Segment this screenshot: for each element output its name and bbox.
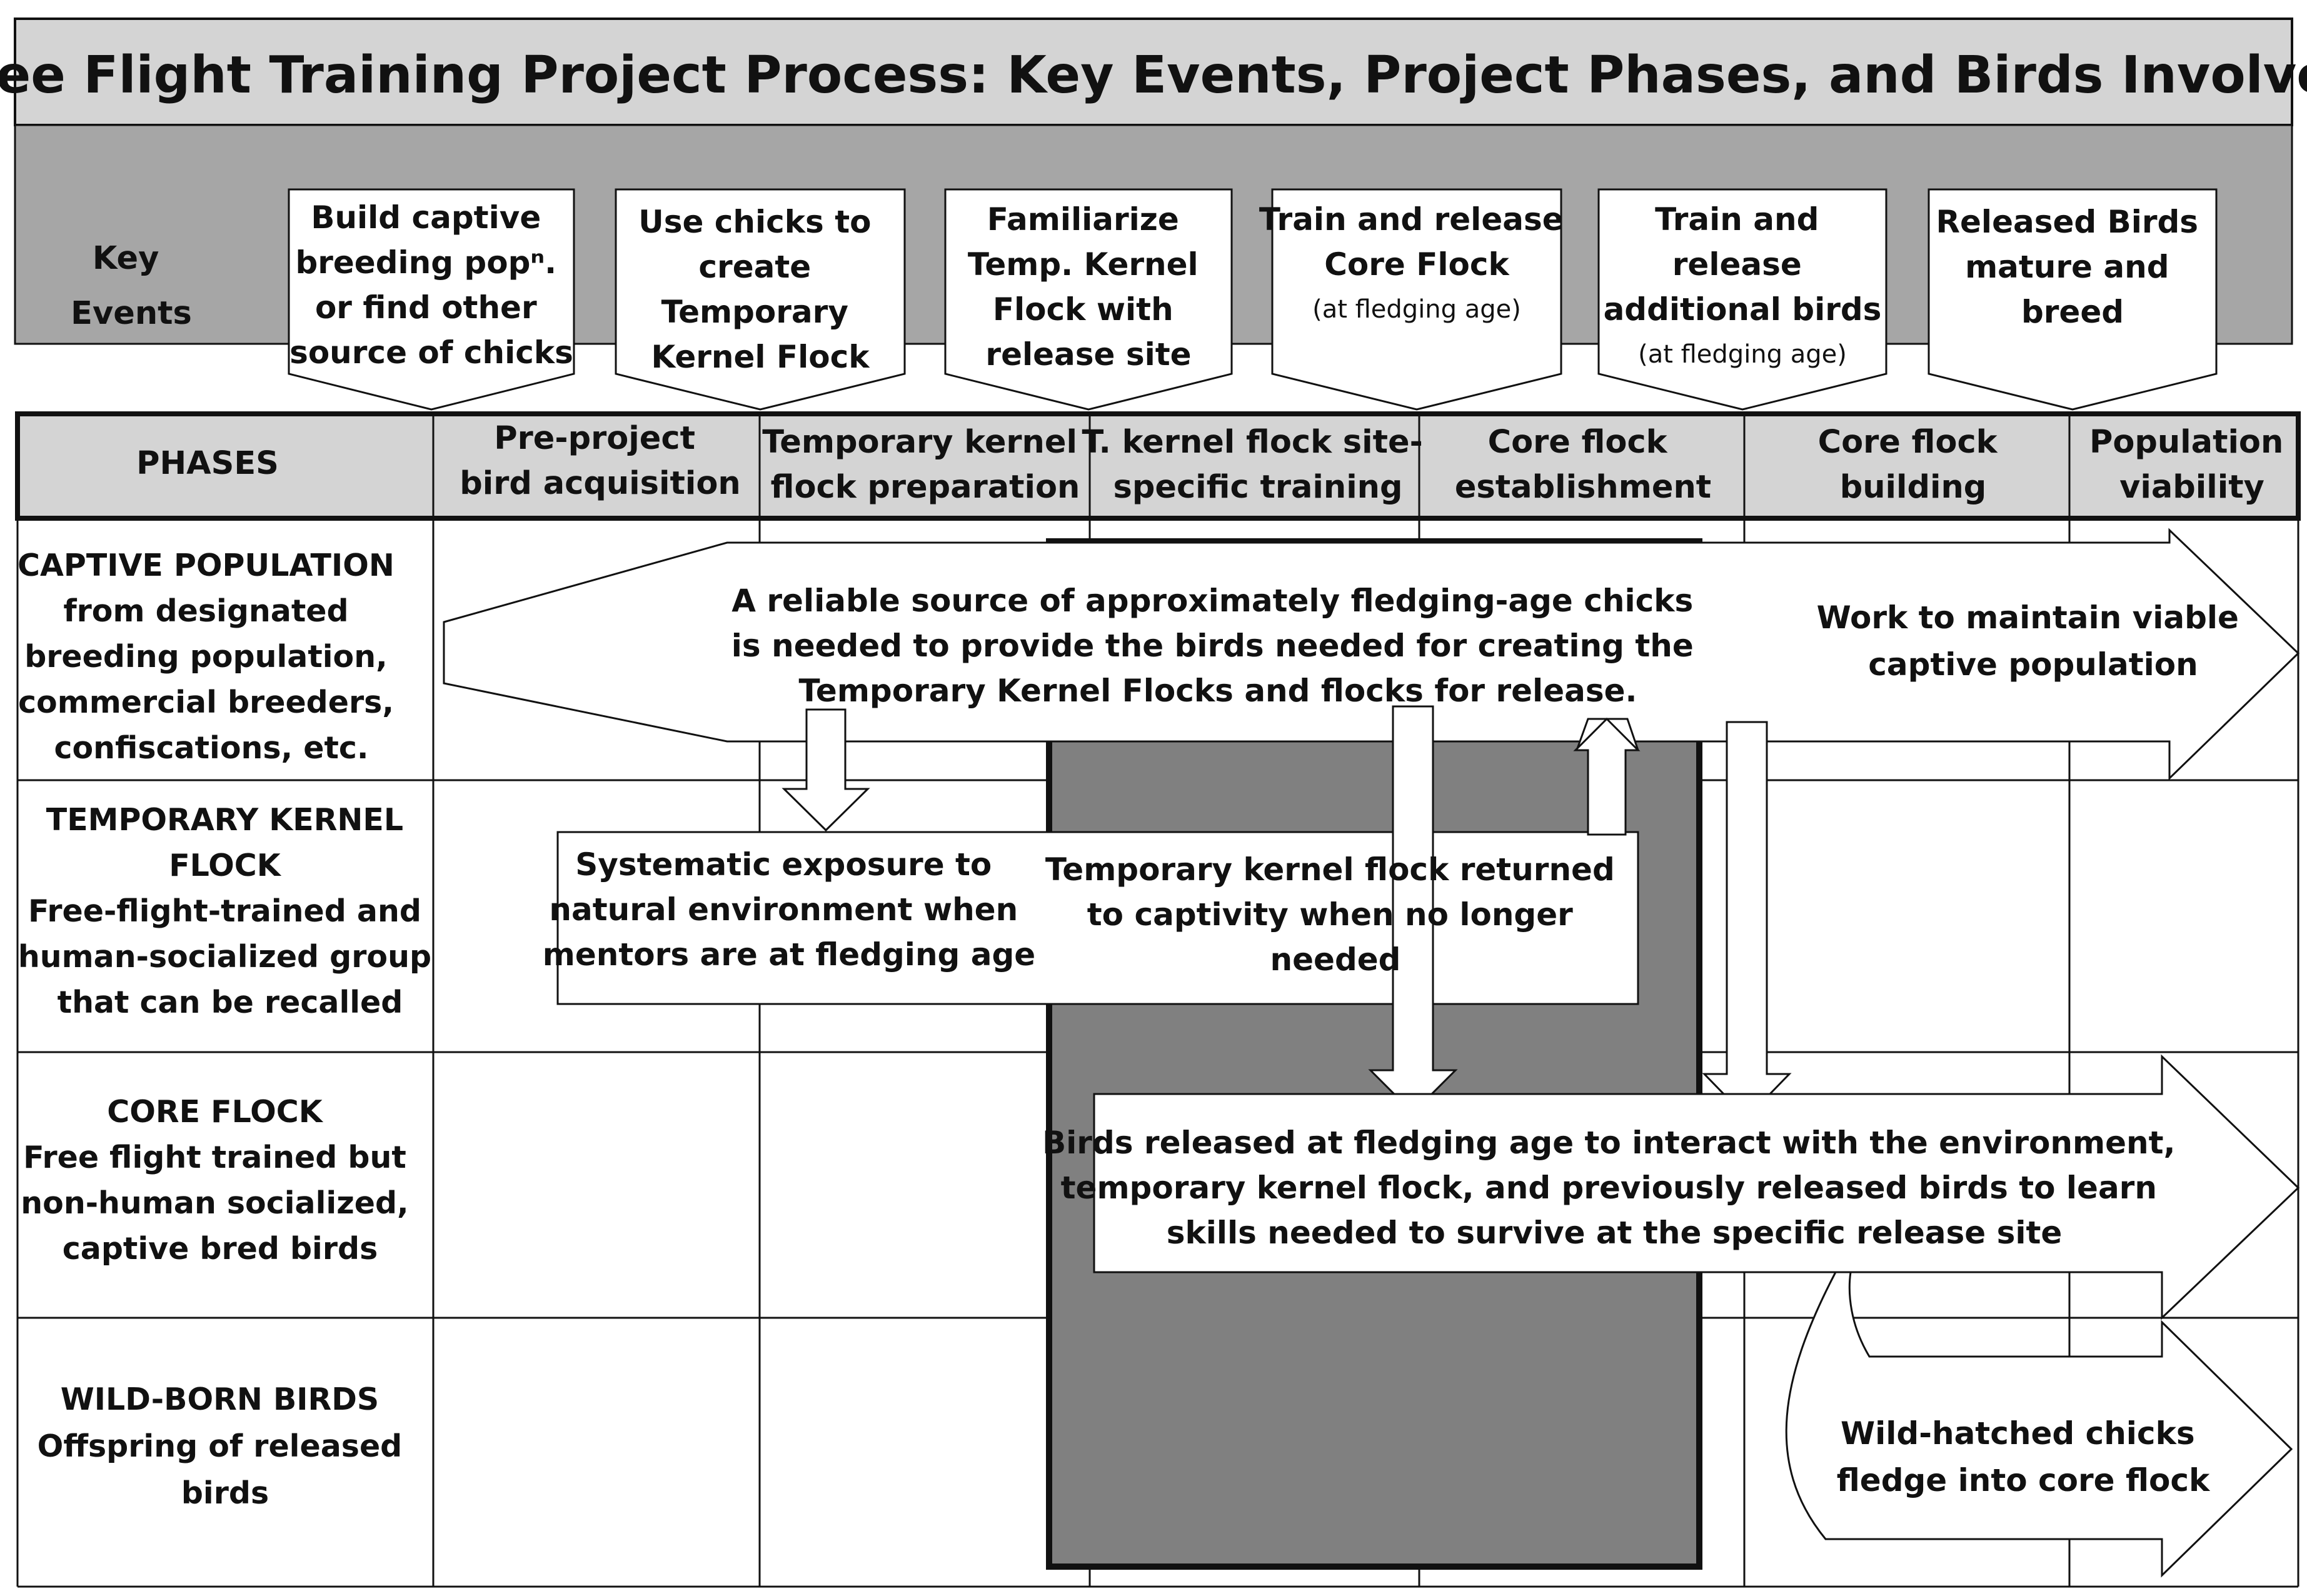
key-event-4 — [1271, 188, 1562, 411]
page-title: Free Flight Training Project Process: Ke… — [0, 46, 2307, 105]
exposure-text: Systematic exposure to natural environme… — [543, 846, 1035, 973]
captive-source-arrow — [443, 528, 2300, 781]
key-event-4-text: Train and release Core Flock — [1259, 201, 1574, 283]
key-event-2-text: Use chicks to create Temporary Kernel Fl… — [638, 204, 882, 375]
key-events-label: Key Events — [71, 240, 192, 332]
row-labels: CAPTIVE POPULATION from designated breed… — [18, 548, 442, 1511]
key-event-3-text: Familiarize Temp. Kernel Flock with rele… — [968, 201, 1209, 373]
phase-4: Core flock establishment — [1455, 424, 1711, 506]
row-label-core: CORE FLOCK Free flight trained but non-h… — [21, 1094, 419, 1267]
phase-1: Pre-project bird acquisition — [460, 420, 740, 502]
phases-label: PHASES — [136, 445, 279, 482]
key-events: Build captive breeding popⁿ. or find oth… — [288, 188, 2218, 411]
key-event-1-text: Build captive breeding popⁿ. or find oth… — [289, 199, 573, 371]
released-text: Birds released at fledging age to intera… — [1042, 1125, 2186, 1251]
maintain-captive-text: Work to maintain viable captive populati… — [1817, 600, 2250, 683]
kernel-flock-box — [556, 831, 1639, 1005]
key-event-5-text: Train and release additional birds — [1604, 201, 1882, 328]
phase-6: Population viability — [2089, 424, 2294, 506]
row-label-captive: CAPTIVE POPULATION from designated breed… — [18, 548, 405, 766]
captive-source-text: A reliable source of approximately fledg… — [731, 583, 1704, 709]
row-label-wild: WILD-BORN BIRDS Offspring of released bi… — [38, 1382, 413, 1511]
wild-hatched-text: Wild-hatched chicks fledge into core flo… — [1837, 1415, 2211, 1498]
key-event-2 — [615, 188, 906, 411]
key-event-3 — [944, 188, 1233, 411]
down-arrow-core-2 — [1702, 721, 1792, 1120]
key-event-4-note: (at fledging age) — [1312, 295, 1521, 324]
phase-2: Temporary kernel flock preparation — [762, 424, 1088, 506]
row-label-temporary: TEMPORARY KERNEL FLOCK Free-flight-train… — [18, 802, 442, 1020]
key-event-1 — [288, 188, 575, 411]
down-arrow-to-kernel — [782, 708, 870, 832]
phases-header-border — [15, 411, 2301, 521]
key-event-6 — [1928, 188, 2218, 411]
phases-header — [18, 414, 2298, 518]
returned-text: Temporary kernel flock returned to capti… — [1045, 851, 1626, 978]
title-band — [14, 18, 2293, 126]
key-event-5-note: (at fledging age) — [1638, 340, 1847, 369]
phase-3: T. kernel flock site- specific training — [1082, 424, 1434, 506]
down-arrow-core-1 — [1368, 705, 1458, 1115]
phase-headers: Pre-project bird acquisition Temporary k… — [460, 420, 2294, 506]
core-release-arrow — [1093, 1054, 2300, 1320]
key-event-6-text: Released Birds mature and breed — [1936, 204, 2209, 330]
phase-5: Core flock building — [1818, 424, 2009, 506]
key-event-5 — [1597, 188, 1887, 411]
wild-born-arrow — [1785, 1271, 2293, 1578]
return-arrow-head — [1573, 717, 1641, 836]
